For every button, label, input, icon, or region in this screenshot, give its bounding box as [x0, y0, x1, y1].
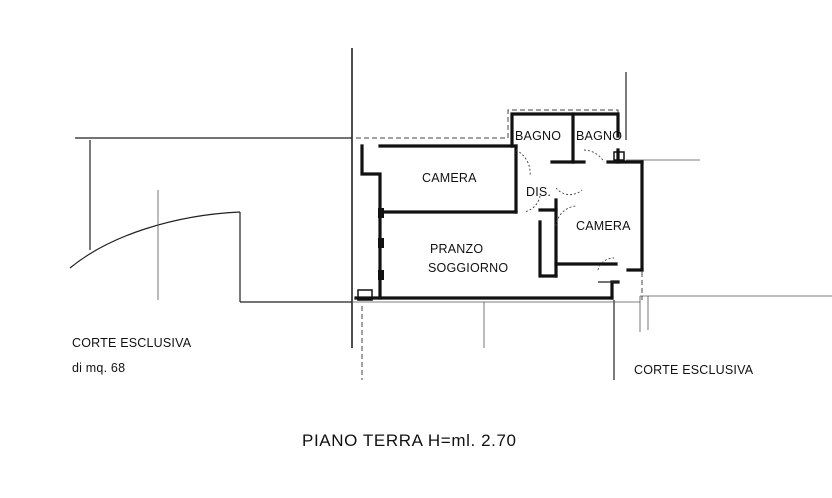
corte-esclusiva-left-label: CORTE ESCLUSIVA [72, 336, 192, 350]
room-label-pranzo: PRANZO [430, 242, 483, 256]
apartment-walls [354, 112, 644, 301]
room-label-bagno-1: BAGNO [515, 129, 561, 143]
left-courtyard-outline [69, 137, 352, 303]
room-label-dis: DIS. [526, 185, 551, 199]
door-swings [515, 149, 615, 271]
room-label-soggiorno: SOGGIORNO [428, 261, 508, 275]
property-boundary [351, 48, 832, 380]
room-label-camera-1: CAMERA [422, 171, 477, 185]
corte-area-label: di mq. 68 [72, 361, 125, 375]
corte-esclusiva-right-label: CORTE ESCLUSIVA [634, 363, 754, 377]
room-label-camera-2: CAMERA [576, 219, 631, 233]
floor-plan-caption: PIANO TERRA H=ml. 2.70 [302, 431, 517, 450]
room-label-bagno-2: BAGNO [576, 129, 622, 143]
